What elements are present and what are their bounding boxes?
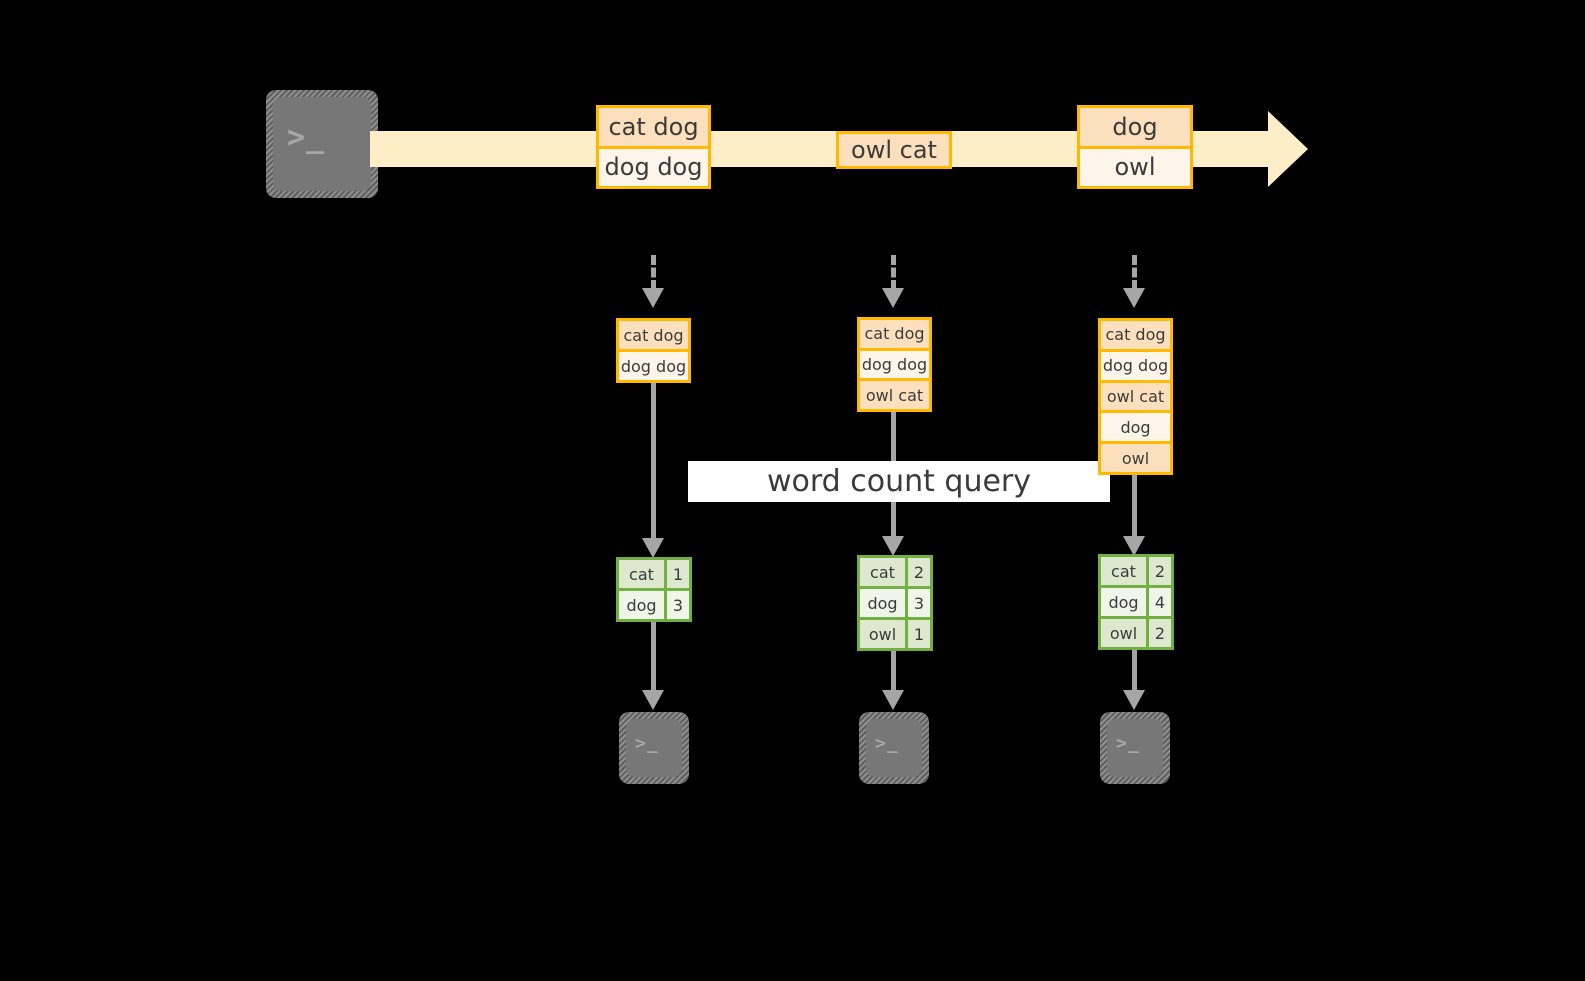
stream-batch-2: owl cat xyxy=(836,131,952,169)
result-word: owl xyxy=(860,620,905,648)
snapshot-2-result-table: cat 2 dog 3 owl 1 xyxy=(857,555,933,651)
stream-arrow-head xyxy=(1268,111,1308,187)
result-count: 3 xyxy=(904,589,930,617)
snapshot-3-sink-terminal-icon: >_ xyxy=(1100,712,1170,784)
terminal-prompt-glyph: >_ xyxy=(635,733,659,754)
source-terminal-body: >_ xyxy=(273,97,371,191)
table-row: cat 2 xyxy=(1101,557,1171,585)
terminal-body: >_ xyxy=(1107,719,1163,777)
snapshot-record: dog dog xyxy=(1101,348,1170,380)
snapshot-1-sink-line xyxy=(651,622,656,694)
result-count: 2 xyxy=(904,558,930,586)
result-count: 1 xyxy=(663,560,689,588)
result-word: dog xyxy=(1101,588,1146,616)
result-word: cat xyxy=(860,558,905,586)
snapshot-3-trigger-line xyxy=(1132,255,1137,290)
table-row: cat 2 xyxy=(860,558,930,586)
snapshot-2-trigger-line xyxy=(891,255,896,290)
result-word: dog xyxy=(619,591,664,619)
table-row: dog 4 xyxy=(1101,585,1171,616)
result-count: 4 xyxy=(1145,588,1171,616)
table-row: owl 1 xyxy=(860,617,930,648)
stream-record: cat dog xyxy=(599,108,708,146)
result-count: 2 xyxy=(1145,619,1171,647)
source-terminal-prompt-glyph: >_ xyxy=(287,120,326,155)
snapshot-record: dog dog xyxy=(860,347,929,379)
snapshot-1-trigger-arrowhead xyxy=(642,288,664,308)
snapshot-3-query-arrowhead xyxy=(1123,536,1145,556)
query-label-text: word count query xyxy=(766,464,1032,499)
result-word: cat xyxy=(619,560,664,588)
snapshot-3-input-records: cat dog dog dog owl cat dog owl xyxy=(1098,318,1173,475)
snapshot-record: owl cat xyxy=(860,378,929,410)
snapshot-record: owl xyxy=(1101,441,1170,472)
snapshot-1-sink-arrowhead xyxy=(642,690,664,710)
snapshot-2-input-records: cat dog dog dog owl cat xyxy=(857,317,932,412)
query-label: word count query xyxy=(688,461,1110,502)
snapshot-3-trigger-arrowhead xyxy=(1123,288,1145,308)
snapshot-1-result-table: cat 1 dog 3 xyxy=(616,557,692,622)
snapshot-record: cat dog xyxy=(1101,321,1170,349)
snapshot-record: dog dog xyxy=(619,349,688,380)
result-word: owl xyxy=(1101,619,1146,647)
snapshot-2-query-arrowhead xyxy=(882,536,904,556)
snapshot-2-trigger-arrowhead xyxy=(882,288,904,308)
snapshot-record: cat dog xyxy=(860,320,929,348)
source-terminal-icon: >_ xyxy=(266,90,378,198)
snapshot-2-sink-arrowhead xyxy=(882,690,904,710)
snapshot-3-sink-line xyxy=(1132,650,1137,694)
snapshot-3-sink-arrowhead xyxy=(1123,690,1145,710)
table-row: owl 2 xyxy=(1101,616,1171,647)
snapshot-1-trigger-line xyxy=(651,255,656,290)
result-word: dog xyxy=(860,589,905,617)
result-count: 2 xyxy=(1145,557,1171,585)
stream-batch-3: dog owl xyxy=(1077,105,1193,189)
snapshot-record: cat dog xyxy=(619,321,688,349)
result-count: 3 xyxy=(663,591,689,619)
snapshot-2-sink-line xyxy=(891,651,896,694)
snapshot-2-sink-terminal-icon: >_ xyxy=(859,712,929,784)
snapshot-record: owl cat xyxy=(1101,379,1170,411)
result-word: cat xyxy=(1101,557,1146,585)
terminal-body: >_ xyxy=(626,719,682,777)
snapshot-3-query-line xyxy=(1132,475,1137,544)
stream-batch-1: cat dog dog dog xyxy=(596,105,711,189)
snapshot-1-input-records: cat dog dog dog xyxy=(616,318,691,383)
terminal-body: >_ xyxy=(866,719,922,777)
snapshot-record: dog xyxy=(1101,410,1170,442)
snapshot-1-query-arrowhead xyxy=(642,538,664,558)
terminal-prompt-glyph: >_ xyxy=(875,733,899,754)
table-row: cat 1 xyxy=(619,560,689,588)
snapshot-1-query-line xyxy=(651,383,656,545)
table-row: dog 3 xyxy=(619,588,689,619)
snapshot-1-sink-terminal-icon: >_ xyxy=(619,712,689,784)
stream-record: owl xyxy=(1080,145,1190,186)
result-count: 1 xyxy=(904,620,930,648)
terminal-prompt-glyph: >_ xyxy=(1116,733,1140,754)
stream-record: owl cat xyxy=(839,134,949,166)
stream-record: dog xyxy=(1080,108,1190,146)
snapshot-3-result-table: cat 2 dog 4 owl 2 xyxy=(1098,554,1174,650)
table-row: dog 3 xyxy=(860,586,930,617)
stream-record: dog dog xyxy=(599,145,708,186)
